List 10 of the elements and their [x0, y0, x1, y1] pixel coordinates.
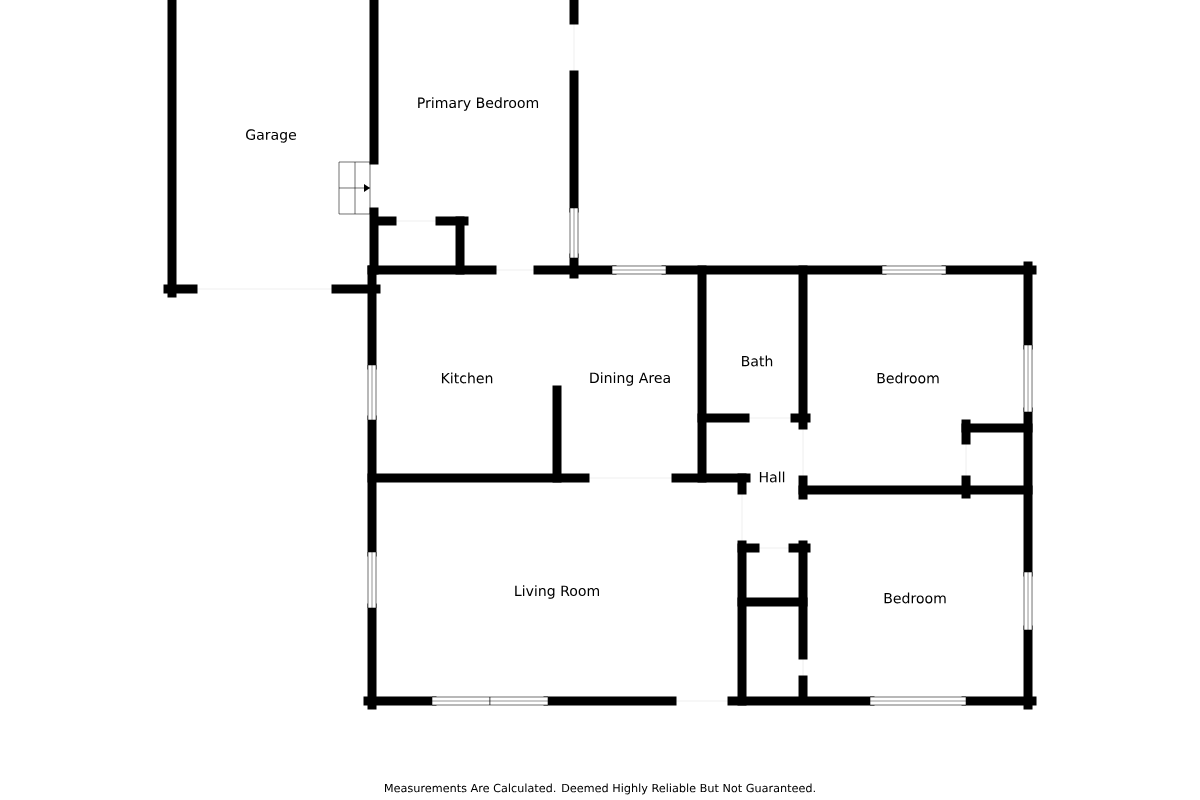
room-label: Bedroom [877, 372, 939, 384]
room-label: Living Room [515, 585, 599, 599]
room-label: Dining Area [590, 372, 670, 386]
room-label: Kitchen [441, 372, 493, 384]
room-label: Garage [246, 129, 296, 143]
room-label: Bath [742, 355, 773, 367]
room-label: Primary Bedroom [418, 97, 539, 111]
disclaimer-note: Measurements Are Calculated. Deemed Highly Reliable But Not Guaranteed. [385, 783, 815, 795]
room-label: Bedroom [884, 592, 946, 604]
room-label: Hall [759, 471, 785, 483]
